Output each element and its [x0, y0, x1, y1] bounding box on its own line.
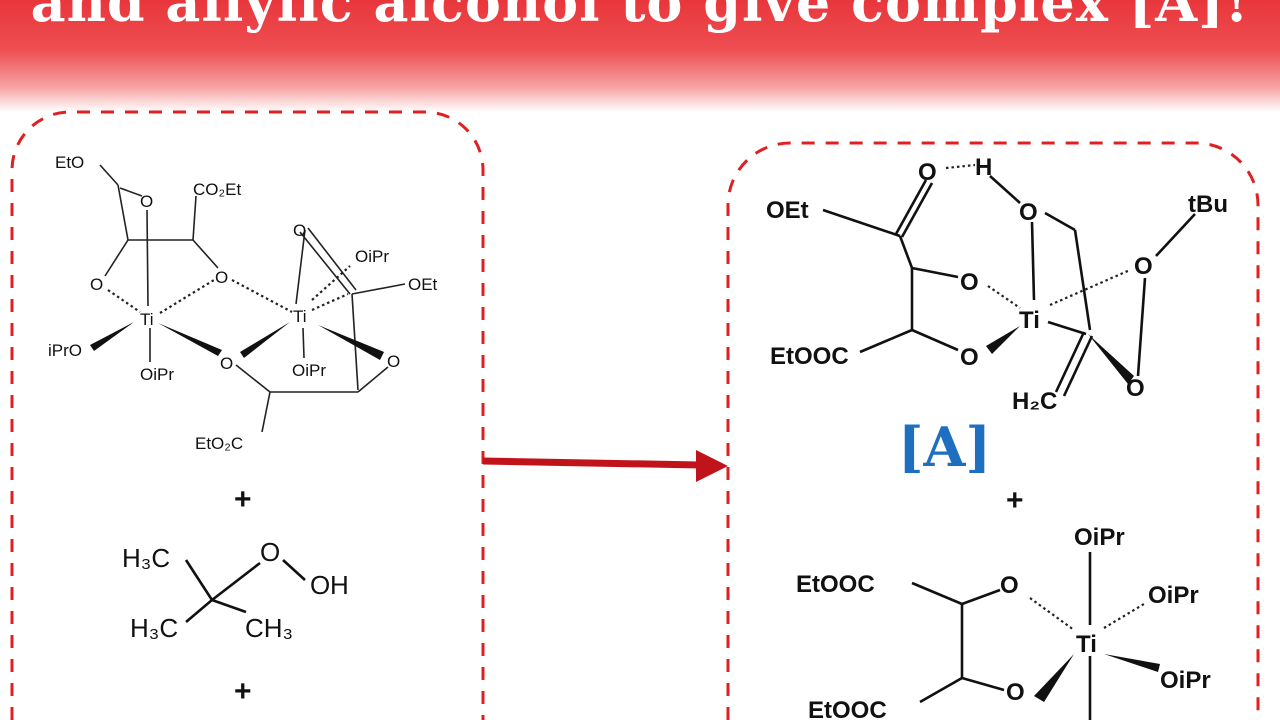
tert-butyl-hydroperoxide: H₃C O O H H₃C CH₃ — [122, 537, 349, 643]
label-o: O — [220, 354, 233, 373]
label-o: O — [387, 352, 400, 371]
label-etooc: EtOOC — [808, 697, 887, 720]
label-h3c: H₃C — [122, 543, 170, 573]
label-eto2c: EtO₂C — [195, 434, 243, 453]
plus-sign: + — [234, 675, 252, 708]
label-o: O — [1126, 375, 1145, 402]
label-ti-left: Ti — [140, 310, 154, 329]
label-o: O — [918, 159, 937, 186]
label-oipr: OiPr — [1160, 667, 1211, 694]
label-o: O — [960, 269, 979, 296]
products-frame — [726, 141, 1260, 720]
label-oh-h: H — [330, 570, 349, 600]
label-o: O — [1134, 253, 1153, 280]
titanium-tartrate-dimer: EtO CO₂Et O O O O Ti Ti iPrO OiPr OiPr O… — [48, 153, 438, 453]
label-h: H — [975, 154, 992, 181]
plus-sign: + — [234, 483, 252, 516]
label-ti: Ti — [1076, 631, 1097, 658]
complex-a: O H OEt O tBu O O Ti EtOOC O O H₂C — [766, 154, 1228, 415]
label-o: O — [293, 221, 306, 240]
label-ipro: iPrO — [48, 341, 82, 360]
label-oet: OEt — [408, 275, 438, 294]
label-o: O — [260, 537, 280, 567]
reactants-frame — [10, 110, 485, 720]
page-title: and allylic alcohol to give complex [A]! — [30, 0, 1250, 34]
label-o: O — [1006, 679, 1025, 706]
reaction-arrow — [482, 450, 728, 482]
label-oipr: OiPr — [292, 361, 326, 380]
label-co2et: CO₂Et — [193, 180, 241, 199]
label-oipr: OiPr — [355, 247, 389, 266]
label-ti: Ti — [1019, 307, 1040, 334]
titanium-tartrate-byproduct: OiPr OiPr OiPr EtOOC EtOOC O O Ti — [796, 524, 1211, 720]
label-o: O — [1000, 572, 1019, 599]
label-o: O — [140, 192, 153, 211]
label-o: O — [90, 275, 103, 294]
label-o: O — [960, 344, 979, 371]
plus-sign: + — [1006, 484, 1024, 517]
label-o: O — [215, 268, 228, 287]
label-oipr: OiPr — [1074, 524, 1125, 551]
label-oet: OEt — [766, 197, 809, 224]
title-banner: and allylic alcohol to give complex [A]! — [0, 0, 1280, 112]
label-oh-o: O — [310, 570, 330, 600]
label-etooc: EtOOC — [796, 571, 875, 598]
label-etooc: EtOOC — [770, 343, 849, 370]
label-oipr: OiPr — [140, 365, 174, 384]
label-ti-right: Ti — [293, 307, 307, 326]
label-tbu: tBu — [1188, 191, 1228, 218]
label-oipr: OiPr — [1148, 582, 1199, 609]
label-h2c: H₂C — [1012, 388, 1057, 415]
label-ch3: CH₃ — [245, 613, 293, 643]
label-h3c: H₃C — [130, 613, 178, 643]
label-eto: EtO — [55, 153, 84, 172]
label-o: O — [1019, 199, 1038, 226]
complex-a-tag: [A] — [898, 415, 991, 479]
